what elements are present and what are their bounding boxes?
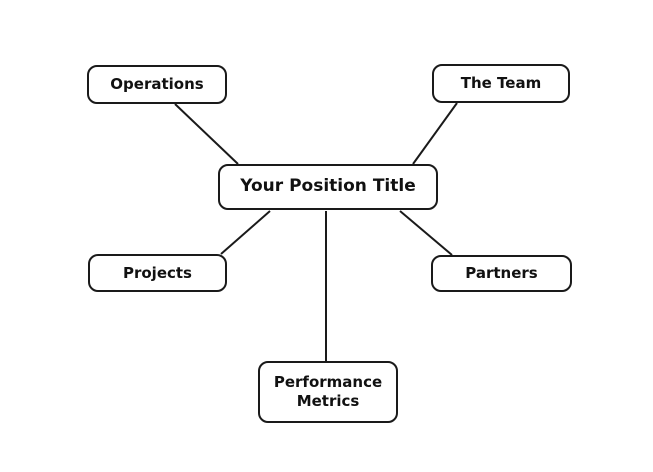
node-the-team-label: The Team [460,74,542,93]
node-your-position-title-label: Your Position Title [240,176,416,197]
node-performance-metrics: Performance Metrics [258,361,398,423]
edge-center-team [412,102,458,165]
node-projects: Projects [88,254,227,292]
node-operations-label: Operations [110,75,204,94]
node-your-position-title: Your Position Title [218,164,438,210]
edge-center-operations [174,103,239,165]
edge-center-partners [399,210,453,256]
edge-center-projects [220,210,271,255]
node-partners-label: Partners [465,264,538,283]
node-the-team: The Team [432,64,570,103]
node-performance-metrics-label: Performance Metrics [273,373,383,410]
node-operations: Operations [87,65,227,104]
node-projects-label: Projects [122,263,192,282]
node-partners: Partners [431,255,572,292]
